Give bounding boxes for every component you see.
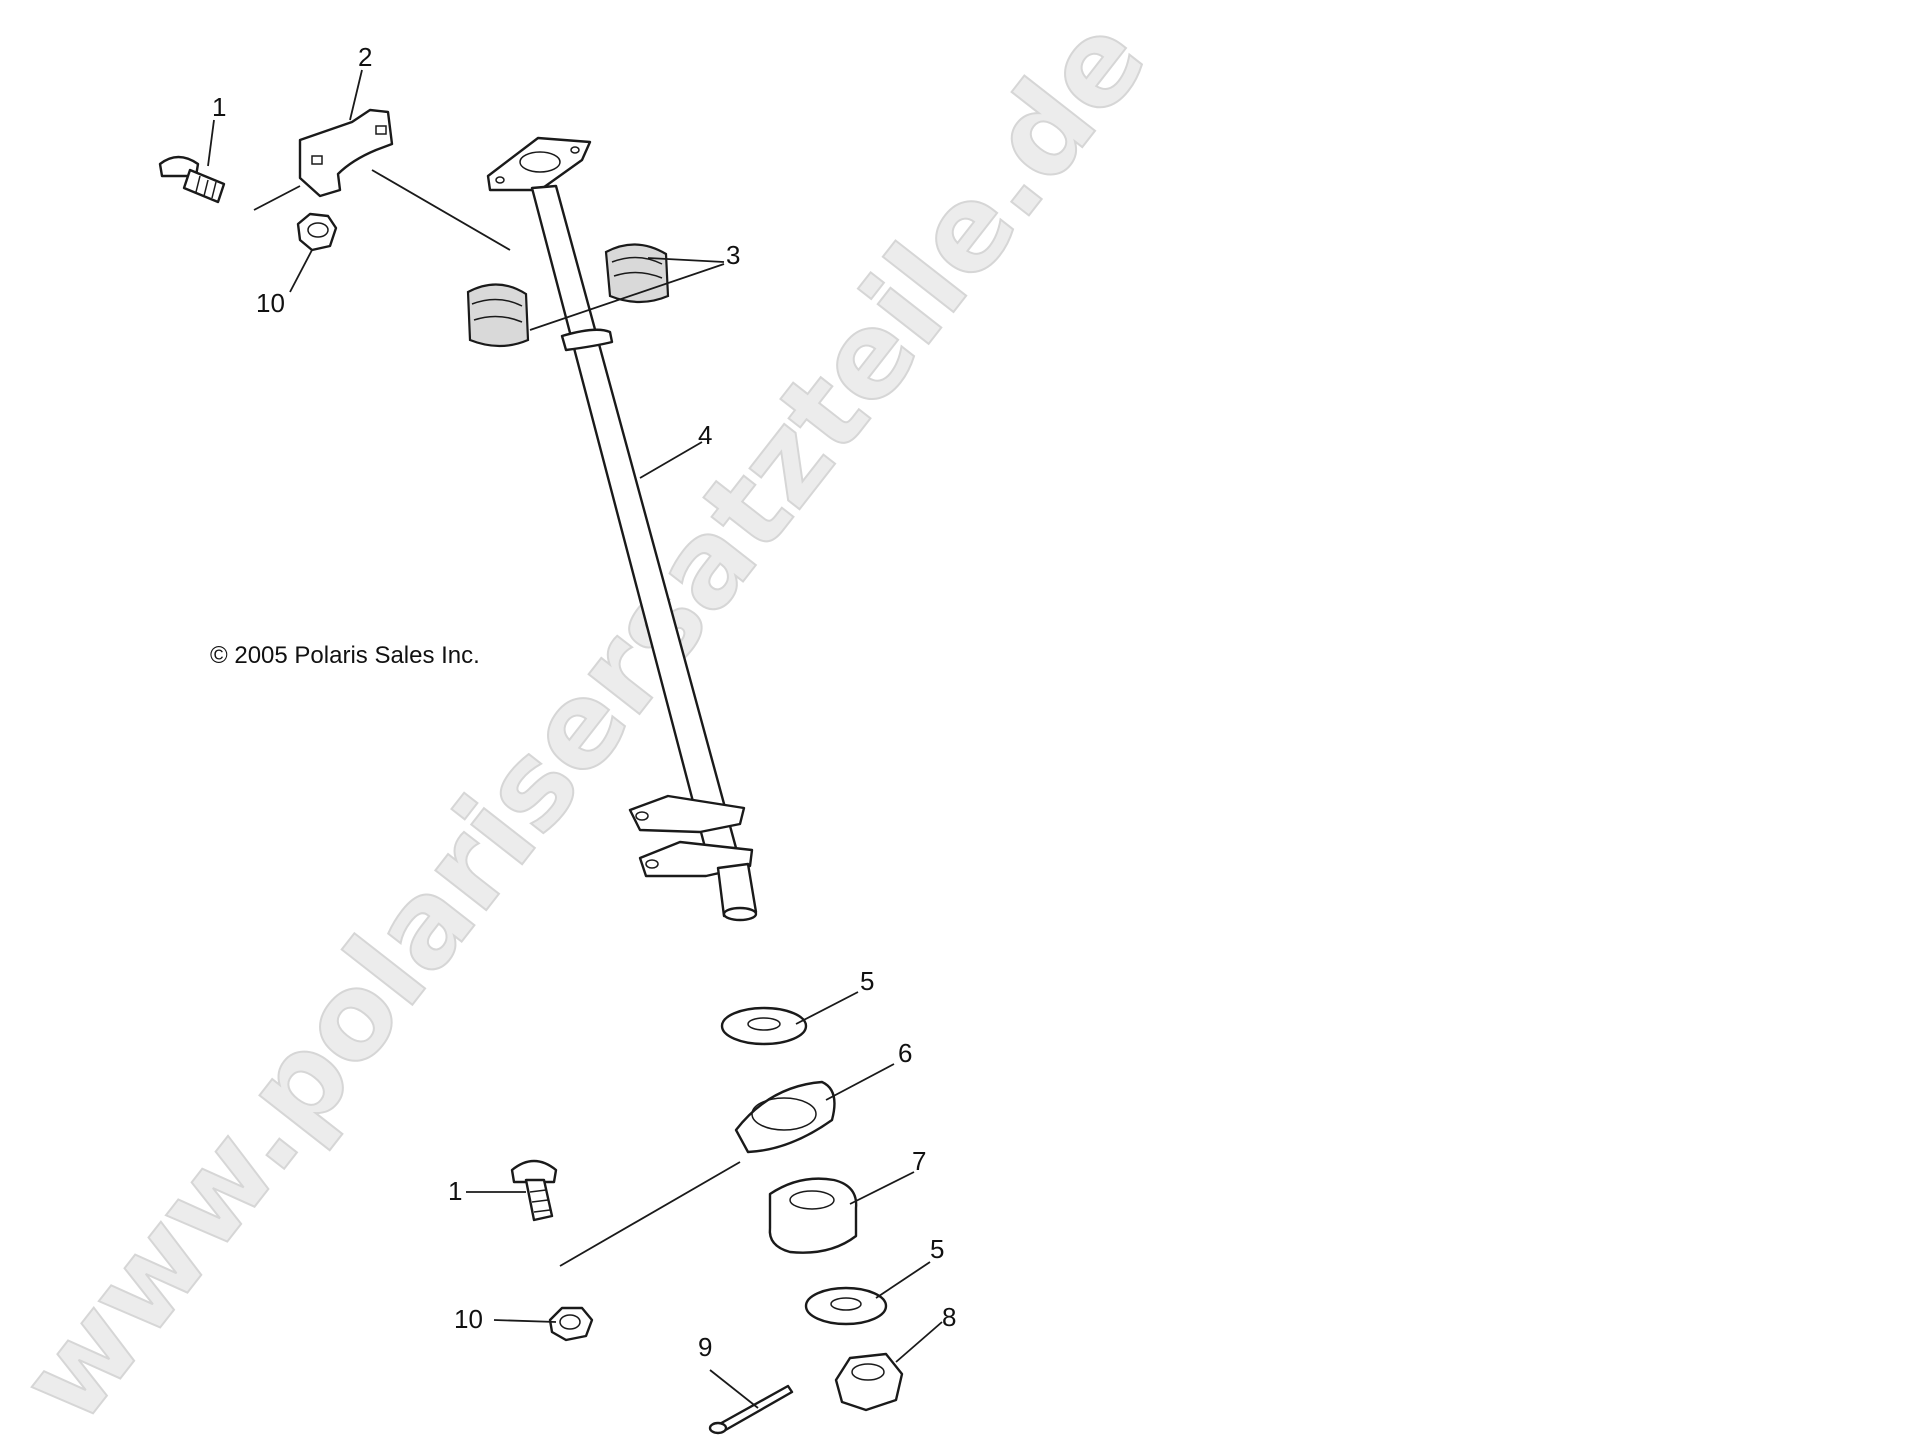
callout-10-top: 10 [256,288,285,318]
castle-nut [834,1352,904,1412]
flange-nut-bottom [548,1306,594,1342]
callout-1-bottom: 1 [448,1176,462,1206]
carriage-bolt-top [158,155,226,204]
callout-3: 3 [726,240,740,270]
callout-10-bottom: 10 [454,1304,483,1334]
steering-clamp [298,108,394,198]
callout-4: 4 [698,420,712,450]
leader-lines [207,69,943,1409]
carriage-bolt-bottom [510,1159,558,1222]
callout-9: 9 [698,1332,712,1362]
cotter-pin [708,1384,794,1435]
steering-post [486,136,758,922]
callout-2: 2 [358,42,372,72]
callout-6: 6 [898,1038,912,1068]
callout-5-lower: 5 [930,1234,944,1264]
spacer [768,1177,858,1254]
callout-5-upper: 5 [860,966,874,996]
bearing-plate [734,1080,836,1154]
washer-lower [804,1286,888,1326]
callout-8: 8 [942,1302,956,1332]
copyright-text: © 2005 Polaris Sales Inc. [210,642,480,669]
watermark-text: www.polarisersatzteile.de [0,0,1173,1448]
washer-upper [720,1006,808,1046]
bushing-lower [466,283,530,348]
flange-nut-top [296,212,338,252]
callout-1-top: 1 [212,92,226,122]
callout-7: 7 [912,1146,926,1176]
